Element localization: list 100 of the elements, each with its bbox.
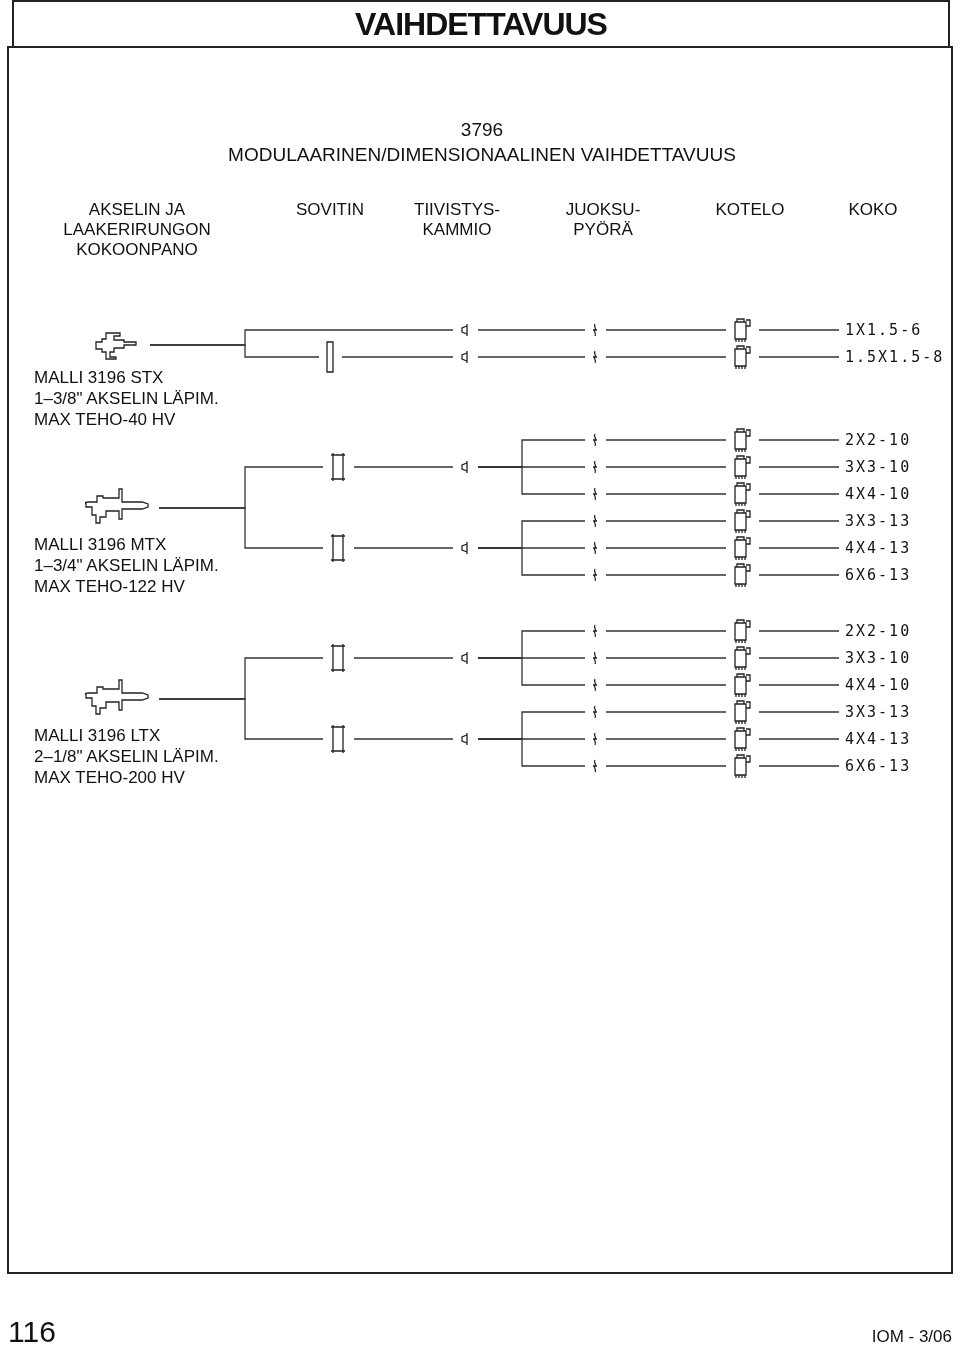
connector-line — [758, 547, 840, 549]
connector-line — [758, 765, 840, 767]
model-description: MAX TEHO-40 HV — [34, 409, 176, 430]
model-description: MALLI 3196 STX — [34, 367, 164, 388]
size-label: 6X6-13 — [845, 757, 912, 775]
size-label: 1X1.5-6 — [845, 321, 923, 339]
impeller-drawing — [592, 323, 598, 337]
connector-line — [758, 329, 840, 331]
connector-line — [758, 520, 840, 522]
connector-line — [605, 684, 727, 686]
document-reference: IOM - 3/06 — [871, 1326, 952, 1347]
connector-line — [758, 738, 840, 740]
connector-line — [477, 738, 586, 767]
impeller-drawing — [592, 514, 598, 528]
seal-chamber-drawing — [460, 350, 470, 364]
impeller-drawing — [592, 759, 598, 773]
connector-line — [758, 439, 840, 441]
connector-line — [605, 574, 727, 576]
impeller-drawing — [592, 487, 598, 501]
size-label: 2X2-10 — [845, 431, 912, 449]
connector-line — [605, 547, 727, 549]
impeller-drawing — [592, 705, 598, 719]
size-label: 4X4-10 — [845, 676, 912, 694]
casing-drawing — [733, 481, 751, 507]
page-title: VAIHDETTAVUUS — [12, 0, 950, 46]
connector-line — [605, 439, 727, 441]
connector-line — [605, 329, 727, 331]
impeller-drawing — [592, 350, 598, 364]
connector-line — [341, 356, 454, 358]
size-label: 3X3-13 — [845, 512, 912, 530]
column-heading: AKSELIN JA LAAKERIRUNGON KOKOONPANO — [62, 200, 212, 260]
diagram-number: 3796 — [459, 120, 505, 140]
diagram-subtitle: MODULAARINEN/DIMENSIONAALINEN VAIHDETTAVUUS — [227, 145, 737, 165]
casing-drawing — [733, 535, 751, 561]
connector-line — [477, 329, 586, 331]
size-label: 3X3-13 — [845, 703, 912, 721]
size-label: 2X2-10 — [845, 622, 912, 640]
model-description: MAX TEHO-122 HV — [34, 576, 185, 597]
connector-line — [758, 493, 840, 495]
model-description: MAX TEHO-200 HV — [34, 767, 185, 788]
connector-line — [605, 520, 727, 522]
connector-line — [353, 738, 454, 740]
model-description: 1–3/8" AKSELIN LÄPIM. — [34, 388, 219, 409]
casing-drawing — [733, 508, 751, 534]
connector-line — [605, 493, 727, 495]
connector-line — [353, 657, 454, 659]
seal-chamber-drawing — [460, 323, 470, 337]
connector-line — [605, 657, 727, 659]
connector-line — [758, 630, 840, 632]
model-description: MALLI 3196 MTX — [34, 534, 167, 555]
model-description: 1–3/4" AKSELIN LÄPIM. — [34, 555, 219, 576]
adapter-drawing — [330, 533, 346, 563]
page-number: 116 — [8, 1315, 56, 1347]
casing-drawing — [733, 699, 751, 725]
connector-line — [477, 657, 586, 686]
connector-line — [605, 466, 727, 468]
connector-line — [158, 507, 324, 549]
column-heading: TIIVISTYS- KAMMIO — [413, 200, 501, 240]
impeller-drawing — [592, 624, 598, 638]
casing-drawing — [733, 317, 751, 343]
model-description: 2–1/8" AKSELIN LÄPIM. — [34, 746, 219, 767]
impeller-drawing — [592, 541, 598, 555]
impeller-drawing — [592, 651, 598, 665]
connector-line — [149, 344, 320, 358]
connector-line — [605, 738, 727, 740]
connector-line — [477, 547, 586, 576]
impeller-drawing — [592, 678, 598, 692]
size-label: 6X6-13 — [845, 566, 912, 584]
connector-line — [605, 630, 727, 632]
casing-drawing — [733, 726, 751, 752]
casing-drawing — [733, 618, 751, 644]
connector-line — [758, 356, 840, 358]
column-heading: KOKO — [847, 200, 899, 220]
column-heading: SOVITIN — [295, 200, 365, 220]
seal-chamber-drawing — [460, 460, 470, 474]
adapter-drawing — [330, 724, 346, 754]
casing-drawing — [733, 454, 751, 480]
column-heading: KOTELO — [714, 200, 786, 220]
seal-chamber-drawing — [460, 541, 470, 555]
size-label: 4X4-13 — [845, 730, 912, 748]
casing-drawing — [733, 645, 751, 671]
impeller-drawing — [592, 568, 598, 582]
impeller-drawing — [592, 460, 598, 474]
model-description: MALLI 3196 LTX — [34, 725, 161, 746]
connector-line — [477, 466, 586, 495]
connector-line — [353, 547, 454, 549]
connector-line — [605, 711, 727, 713]
connector-line — [605, 356, 727, 358]
connector-line — [353, 466, 454, 468]
seal-chamber-drawing — [460, 732, 470, 746]
size-label: 3X3-10 — [845, 458, 912, 476]
connector-line — [477, 356, 586, 358]
casing-drawing — [733, 753, 751, 779]
size-label: 3X3-10 — [845, 649, 912, 667]
connector-line — [758, 574, 840, 576]
connector-line — [158, 698, 324, 740]
casing-drawing — [733, 427, 751, 453]
casing-drawing — [733, 562, 751, 588]
impeller-drawing — [592, 433, 598, 447]
connector-line — [758, 684, 840, 686]
